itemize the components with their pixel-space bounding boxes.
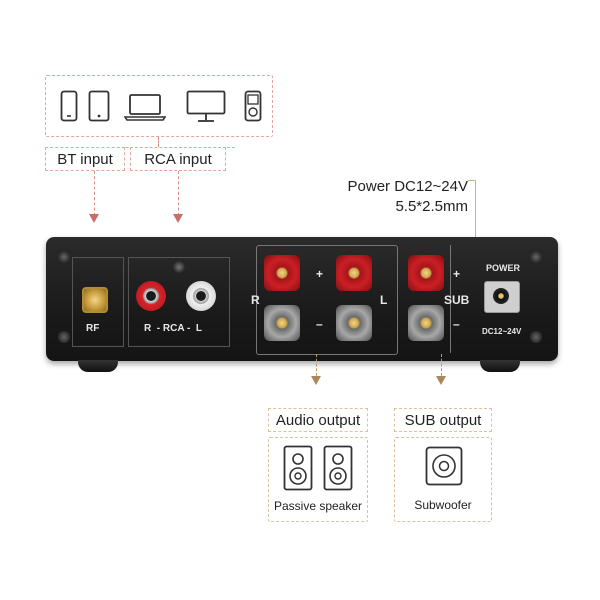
subwoofer-label: Subwoofer <box>414 498 472 512</box>
rf-antenna-connector[interactable] <box>82 287 108 313</box>
power-connector-tick <box>468 180 476 181</box>
rca-label: R - RCA - L <box>144 323 202 334</box>
speaker-r-label: R <box>251 293 260 307</box>
sub-label: SUB <box>444 293 470 307</box>
amplifier-back-panel: RF R - RCA - L R L + – SUB + – POWER DC1… <box>46 237 558 361</box>
rca-left-jack[interactable] <box>186 281 216 311</box>
power-spec-line1: Power DC12~24V <box>347 178 468 195</box>
speaker-icon <box>323 445 353 496</box>
phone-icon <box>60 90 78 122</box>
subwoofer-icon <box>425 446 463 491</box>
rca-input-label: RCA input <box>130 147 226 171</box>
audio-output-label: Audio output <box>268 408 368 432</box>
foot-right <box>480 360 520 372</box>
rf-section <box>72 257 124 347</box>
tablet-icon <box>88 90 110 122</box>
speaker-left-positive-terminal[interactable] <box>336 255 372 291</box>
power-label: POWER <box>486 263 521 273</box>
rca-arrow-head <box>173 214 183 223</box>
devices-connector <box>158 137 159 147</box>
sub-plus-label: + <box>453 267 461 281</box>
bt-arrow-line <box>94 171 95 221</box>
screw-icon <box>530 331 542 343</box>
sub-arrow-head <box>436 376 446 385</box>
monitor-icon <box>186 90 226 123</box>
speaker-output-section <box>256 245 398 355</box>
rca-screw-icon <box>173 261 185 273</box>
source-devices-box <box>45 75 273 137</box>
speaker-left-negative-terminal[interactable] <box>336 305 372 341</box>
foot-left <box>78 360 118 372</box>
speaker-l-label: L <box>380 293 388 307</box>
dc-jack-socket <box>493 288 509 304</box>
audio-arrow-head <box>311 376 321 385</box>
sub-negative-terminal[interactable] <box>408 305 444 341</box>
speaker-right-negative-terminal[interactable] <box>264 305 300 341</box>
dc-voltage-label: DC12~24V <box>482 327 522 336</box>
passive-speaker-label: Passive speaker <box>273 499 363 513</box>
sub-output-section <box>402 245 451 353</box>
power-spec-line2: 5.5*2.5mm <box>395 198 468 215</box>
sub-positive-terminal[interactable] <box>408 255 444 291</box>
screw-icon <box>58 251 70 263</box>
speaker-icon <box>283 445 313 496</box>
screw-icon <box>58 331 70 343</box>
sub-output-label: SUB output <box>394 408 492 432</box>
screw-icon <box>530 251 542 263</box>
bt-input-label: BT input <box>45 147 125 171</box>
passive-speaker-box: Passive speaker <box>268 437 368 522</box>
speaker-right-positive-terminal[interactable] <box>264 255 300 291</box>
speaker-minus-label: – <box>316 317 323 331</box>
audio-arrow-line <box>316 354 317 376</box>
bt-arrow-head <box>89 214 99 223</box>
dc-power-jack[interactable] <box>484 281 520 313</box>
subwoofer-box: Subwoofer <box>394 437 492 522</box>
rca-arrow-line <box>178 171 179 221</box>
rca-right-jack[interactable] <box>136 281 166 311</box>
rf-label: RF <box>86 323 100 334</box>
music-player-icon <box>244 90 262 122</box>
power-connector <box>475 180 476 282</box>
speaker-plus-label: + <box>316 267 324 281</box>
sub-arrow-line <box>441 354 442 376</box>
rca-section <box>128 257 230 347</box>
sub-minus-label: – <box>453 317 460 331</box>
laptop-icon <box>124 93 166 121</box>
